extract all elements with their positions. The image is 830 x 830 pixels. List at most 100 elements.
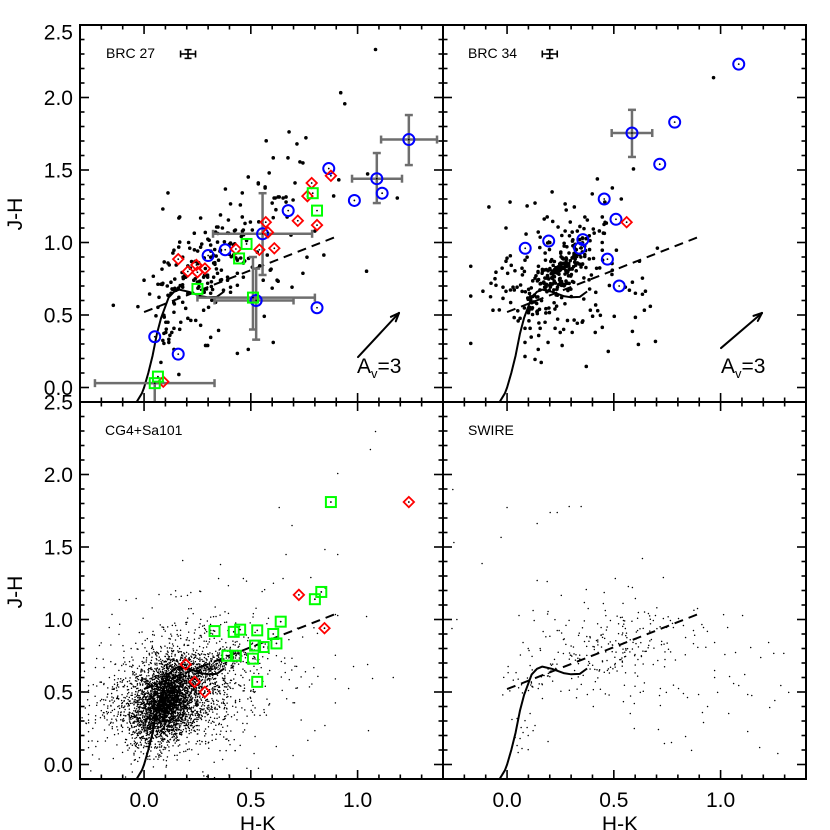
blue-circle-marker (375, 186, 389, 200)
green-square-marker (311, 204, 324, 217)
green-square-marker (257, 641, 270, 654)
red-diamond-marker (402, 495, 416, 509)
marker-center-dot (381, 192, 384, 195)
green-square-marker (221, 649, 234, 662)
blue-circle-marker (732, 57, 746, 71)
marker-center-dot (264, 221, 267, 224)
panel-title: BRC 34 (468, 45, 517, 61)
green-square-marker (324, 496, 337, 509)
black-dots (451, 488, 790, 755)
marker-center-dot (204, 691, 206, 693)
blue-circle-marker (668, 115, 682, 129)
y-tick-label: 0.5 (44, 682, 73, 705)
blue-circle-marker (201, 249, 215, 263)
y-tick-label: 2.5 (44, 392, 73, 415)
panel-title: SWIRE (468, 422, 514, 438)
marker-center-dot (226, 654, 229, 657)
y-tick-label: 2.5 (44, 22, 73, 45)
marker-center-dot (195, 264, 198, 266)
green-square-marker (249, 639, 262, 652)
marker-center-dot (737, 63, 740, 66)
marker-center-dot (658, 163, 661, 166)
marker-center-dot (213, 630, 216, 632)
marker-center-dot (578, 247, 581, 250)
blue-circle-marker (612, 279, 626, 293)
x-axis-label-right: H-K (602, 813, 638, 830)
blue-circle-marker (171, 347, 185, 361)
blue-circle-marker (370, 172, 384, 186)
reddening-label-value: =3 (742, 355, 766, 378)
blue-circle-marker (249, 294, 263, 307)
marker-center-dot (272, 633, 275, 635)
green-squares (208, 496, 337, 688)
blue-circle-marker (653, 157, 667, 171)
blue-circle-marker (322, 162, 336, 176)
marker-center-dot (177, 258, 180, 261)
green-square-marker (315, 585, 328, 598)
x-tick-label: 0.0 (129, 789, 158, 812)
blue-circle-marker (625, 126, 639, 140)
marker-center-dot (275, 642, 278, 645)
marker-center-dot (581, 238, 584, 241)
axis-ticks (442, 401, 807, 780)
blue-circle-marker (597, 192, 611, 206)
green-square-marker (227, 625, 240, 638)
marker-center-dot (239, 628, 242, 631)
red-diamond-marker (259, 215, 273, 229)
green-square-marker (270, 637, 283, 650)
ctts-locus-dashed-line (506, 612, 700, 691)
marker-center-dot (524, 247, 527, 250)
marker-center-dot (258, 248, 261, 251)
plot-area (81, 430, 416, 779)
marker-center-dot (252, 296, 254, 299)
blue-circle-marker (281, 204, 295, 218)
black-dots (468, 75, 716, 369)
green-square-marker (306, 187, 319, 200)
x-tick-label: 0.5 (236, 789, 265, 812)
reference-error-bar (541, 48, 559, 60)
marker-center-dot (287, 209, 290, 212)
y-tick-label: 0.5 (44, 305, 73, 328)
red-diamond-marker (318, 621, 331, 635)
blue-circle-marker (256, 227, 270, 241)
reddening-label-value: =3 (378, 355, 402, 378)
reddening-label-subscript: v (735, 366, 742, 381)
marker-center-dot (262, 646, 265, 648)
marker-center-dot (313, 598, 316, 601)
arrow-shaft (720, 311, 764, 350)
panel-border (442, 401, 807, 780)
marker-center-dot (186, 270, 189, 273)
plot-area (468, 48, 764, 402)
marker-center-dot (252, 657, 254, 660)
plot-area (93, 47, 439, 402)
reddening-vector-arrow (357, 311, 401, 359)
arrow-head (389, 311, 401, 318)
green-square-marker (191, 282, 204, 295)
tick-labels: 0.00.51.01.52.02.5 (44, 22, 73, 401)
red-diamond-marker (267, 241, 281, 255)
marker-center-dot (256, 629, 259, 632)
reddening-label-main: A (357, 355, 371, 378)
marker-center-dot (323, 627, 326, 630)
y-tick-label: 2.0 (44, 464, 73, 487)
marker-center-dot (615, 218, 617, 221)
panel-title: CG4+Sa101 (105, 422, 183, 438)
marker-center-dot (245, 243, 248, 245)
marker-center-dot (157, 375, 159, 378)
x-axis-label-left: H-K (240, 813, 276, 830)
marker-center-dot (153, 335, 156, 338)
marker-center-dot (631, 132, 633, 134)
marker-center-dot (673, 121, 676, 124)
red-diamonds (179, 495, 416, 699)
plot-area (451, 488, 790, 779)
blue-circle-marker (310, 301, 324, 315)
green-square-marker (251, 675, 264, 688)
red-diamond-marker (189, 258, 203, 272)
red-diamond-marker (310, 218, 324, 232)
marker-center-dot (311, 192, 314, 195)
red-diamond-marker (300, 189, 314, 203)
red-diamond-marker (292, 588, 306, 602)
